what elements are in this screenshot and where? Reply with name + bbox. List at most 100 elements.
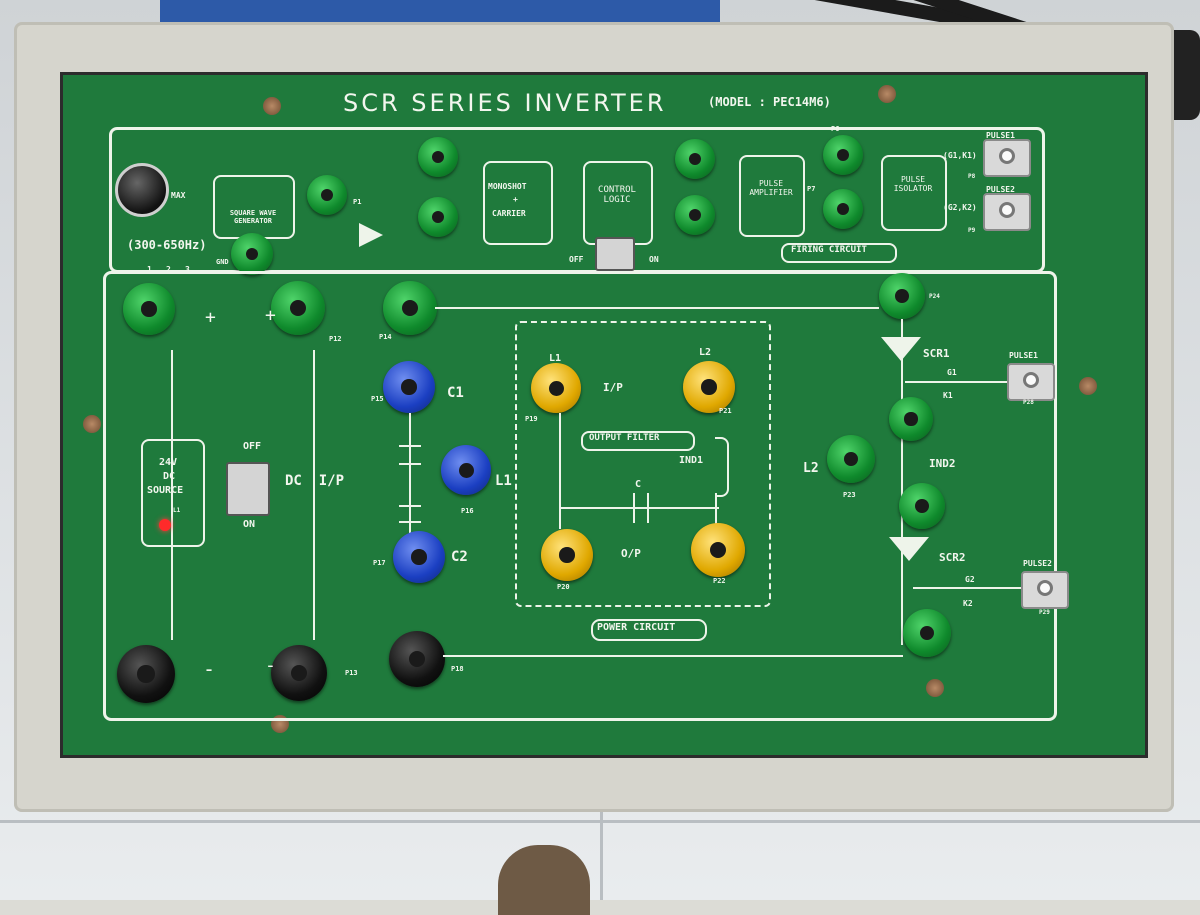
scr2-cathode-socket[interactable] <box>903 609 951 657</box>
ind2-label: IND2 <box>929 457 956 470</box>
socket-p7[interactable] <box>823 189 863 229</box>
dc-ip-minus: - <box>265 655 276 676</box>
capacitor-c2-socket-p17[interactable] <box>393 531 445 583</box>
gnd-socket[interactable] <box>231 233 273 275</box>
filter-op-socket-p20[interactable] <box>541 529 593 581</box>
control-logic-switch[interactable] <box>595 237 635 271</box>
dc-source-negative-terminal[interactable] <box>117 645 175 703</box>
led-label: L1 <box>173 507 181 514</box>
monoshot-input-socket-bottom[interactable] <box>418 197 458 237</box>
trainer-panel: SCR SERIES INVERTER (MODEL : PEC14M6) MA… <box>60 72 1148 758</box>
ind1-coil <box>715 437 729 497</box>
inductor-l1-socket-p16[interactable] <box>441 445 491 495</box>
c2-label: C2 <box>451 549 468 565</box>
p17-label: P17 <box>373 559 386 567</box>
monoshot-carrier-block <box>483 161 553 245</box>
p28-label: P28 <box>1023 399 1034 406</box>
pulse1-top-label: PULSE1 <box>986 131 1015 140</box>
dc-source-24v: 24V <box>159 457 178 468</box>
capacitor-plate <box>399 445 421 447</box>
socket-p4[interactable] <box>675 139 715 179</box>
l2-top-label: L2 <box>699 347 712 358</box>
model-label: (MODEL : PEC14M6) <box>708 95 831 109</box>
pulse2-top-bnc[interactable] <box>983 193 1031 231</box>
screw <box>263 97 281 115</box>
carrier-label: CARRIER <box>492 209 526 218</box>
socket-p18[interactable] <box>389 631 445 687</box>
knob-mark: 2 <box>166 265 171 274</box>
dc-power-switch[interactable] <box>226 462 270 516</box>
frequency-knob[interactable] <box>115 163 169 217</box>
switch-on-label-power: ON <box>243 519 256 530</box>
inductor-ind2-bottom-socket[interactable] <box>899 483 945 529</box>
p19-label: P19 <box>525 415 538 423</box>
knob-mark: 3 <box>185 265 190 274</box>
p18-label: P18 <box>451 665 464 673</box>
p23-label: P23 <box>843 491 856 499</box>
floor-tile-seam <box>0 820 1200 823</box>
pulse2-top-label: PULSE2 <box>986 185 1015 194</box>
p6-label: P6 <box>831 125 840 133</box>
l1-top-label: L1 <box>549 353 562 364</box>
switch-off-label: OFF <box>569 255 584 264</box>
switch-on-label: ON <box>649 255 659 264</box>
cap-stack-wire <box>409 413 411 543</box>
floor-tile-seam <box>600 790 603 900</box>
p13-label: P13 <box>345 669 358 677</box>
filter-ip-socket-p21[interactable] <box>683 361 735 413</box>
dc-ip-plus: + <box>265 305 276 326</box>
pulse-amplifier-label: PULSE AMPLIFIER <box>749 179 793 197</box>
pulse2-bnc[interactable] <box>1021 571 1069 609</box>
socket-p14[interactable] <box>383 281 437 335</box>
p29-label: P29 <box>1039 609 1050 616</box>
screw <box>878 85 896 103</box>
inductor-l2-socket-p23[interactable] <box>827 435 875 483</box>
dc-ip-wire <box>313 350 315 640</box>
dc-ip-negative-terminal-p13[interactable] <box>271 645 327 701</box>
dc-source-block <box>141 439 205 547</box>
filter-op-socket-p22[interactable] <box>691 523 745 577</box>
pulse1-bnc[interactable] <box>1007 363 1055 401</box>
capacitor-plate <box>399 521 421 523</box>
pulse1-top-bnc[interactable] <box>983 139 1031 177</box>
filter-cap-wire <box>559 507 719 509</box>
dc-ip-label: DC I/P <box>285 473 345 489</box>
inductor-ind2-top-socket[interactable] <box>889 397 933 441</box>
l2-label: L2 <box>803 461 819 476</box>
pulse2-label: PULSE2 <box>1023 559 1052 568</box>
output-filter-region <box>515 321 771 607</box>
monoshot-label: MONOSHOT <box>488 182 527 191</box>
dc-ip-positive-terminal-p12[interactable] <box>271 281 325 335</box>
firing-circuit-tag <box>781 243 897 263</box>
dc-source-plus: + <box>205 307 216 328</box>
p16-label: P16 <box>461 507 474 515</box>
socket-p24[interactable] <box>879 273 925 319</box>
p14-label: P14 <box>379 333 392 341</box>
scr2-label: SCR2 <box>939 551 966 564</box>
power-circuit-border <box>103 271 1057 721</box>
dc-source-minus: - <box>203 657 216 681</box>
socket-p1[interactable] <box>307 175 347 215</box>
pulse-isolator-label: PULSE ISOLATOR <box>893 175 933 193</box>
c1-label: C1 <box>447 385 464 401</box>
socket-p6[interactable] <box>823 135 863 175</box>
filter-ip-label: I/P <box>603 381 623 394</box>
square-wave-generator-label: SQUARE WAVE GENERATOR <box>229 209 277 225</box>
capacitor-c1-socket-p15[interactable] <box>383 361 435 413</box>
c-label: C <box>635 479 642 490</box>
g1-label: G1 <box>947 368 957 377</box>
pulse1-label: PULSE1 <box>1009 351 1038 360</box>
scr1-symbol <box>881 337 921 361</box>
socket-p5[interactable] <box>675 195 715 235</box>
power-led <box>159 519 171 531</box>
g2-label: G2 <box>965 575 975 584</box>
scr1-label: SCR1 <box>923 347 950 360</box>
filter-op-label: O/P <box>621 547 641 560</box>
screw <box>1079 377 1097 395</box>
p20-label: P20 <box>557 583 570 591</box>
filter-ip-socket-p19[interactable] <box>531 363 581 413</box>
frequency-range-label: (300-650Hz) <box>127 238 207 252</box>
monoshot-input-socket-top[interactable] <box>418 137 458 177</box>
g2-wire <box>913 587 1021 589</box>
dc-source-positive-terminal[interactable] <box>123 283 175 335</box>
